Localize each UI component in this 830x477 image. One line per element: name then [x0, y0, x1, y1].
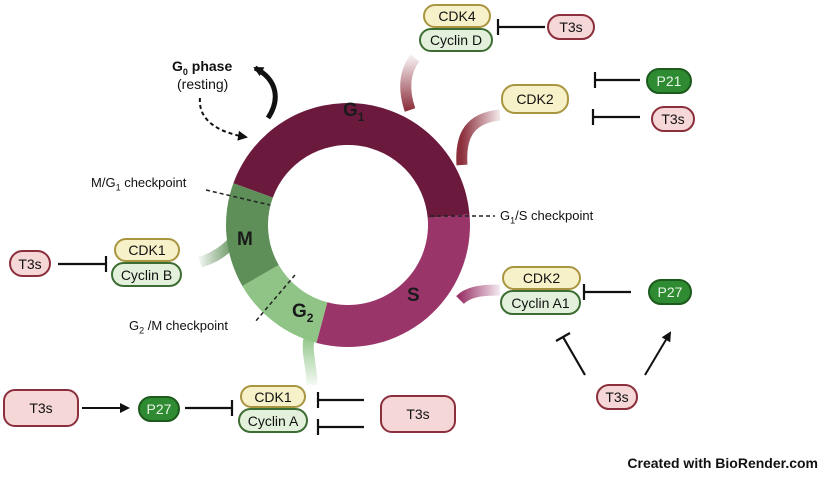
phase-label-m: M [237, 229, 253, 250]
g0-phase-title: G0 phase [172, 58, 233, 77]
inhibit-t3s-cdk1b [58, 256, 108, 272]
cdk1-g2-box: CDK1 [240, 385, 306, 408]
cyclin-b-box: Cyclin B [111, 262, 182, 287]
phase-label-g2: G2 [292, 301, 314, 325]
g0-return-arrow [198, 97, 248, 141]
biorender-credit: Created with BioRender.com [627, 455, 818, 471]
activate-t3s-p27-right [644, 331, 672, 376]
phase-label-g1: G1 [343, 100, 365, 124]
ring-segment-s [316, 214, 470, 347]
cyclin-d-box: Cyclin D [419, 28, 493, 52]
t3s-s-box: T3s [596, 384, 638, 410]
inhibit-t3s-cdk2 [591, 109, 640, 125]
inhibit-p27-cdk1a [185, 400, 234, 416]
inhibit-p21-cdk2 [593, 72, 640, 88]
m-g1-checkpoint-line [205, 189, 271, 206]
t3s-m-box: T3s [9, 250, 51, 277]
t3s-cdk2-box: T3s [651, 106, 695, 132]
cyclin-a-box: Cyclin A [238, 408, 308, 433]
p21-box: P21 [646, 68, 692, 94]
g2-m-checkpoint-label: G2 /M checkpoint [129, 318, 228, 336]
cdk2-g1-box: CDK2 [501, 84, 569, 114]
cdk1-m-box: CDK1 [114, 238, 180, 262]
inhibit-t3s-cdk1a-bottom [316, 419, 364, 435]
t3s-g2-left-box: T3s [3, 389, 79, 427]
t3s-cdk4-box: T3s [547, 14, 595, 40]
g0-exit-arrow [253, 65, 278, 120]
g2-tail [302, 333, 318, 386]
inhibit-t3s-cyclina1 [555, 332, 586, 376]
t3s-g2-right-box: T3s [380, 395, 456, 433]
g2-m-checkpoint-line [254, 274, 296, 323]
inhibit-p27-cdk2a1 [582, 284, 631, 300]
s-tail [456, 284, 501, 305]
cdk4-box: CDK4 [423, 4, 491, 28]
g1-s-checkpoint-label: G1/S checkpoint [500, 208, 594, 226]
cyclin-a1-box: Cyclin A1 [500, 290, 581, 315]
ring-segment-g1 [233, 103, 470, 219]
cdk2-s-box: CDK2 [502, 266, 581, 290]
g1-tail-top [400, 54, 420, 112]
ring-segment-m [225, 183, 279, 286]
g0-phase-subtitle: (resting) [177, 76, 229, 92]
p27-s-box: P27 [648, 279, 692, 305]
phase-label-s: S [407, 285, 420, 306]
inhibit-t3s-cdk4 [496, 19, 545, 35]
g1-tail-right [456, 109, 501, 166]
p27-g2-box: P27 [138, 396, 180, 422]
m-g1-checkpoint-label: M/G1 checkpoint [91, 175, 187, 193]
inhibit-t3s-cdk1a-top [316, 392, 364, 408]
ring-segment-g2 [242, 265, 328, 343]
